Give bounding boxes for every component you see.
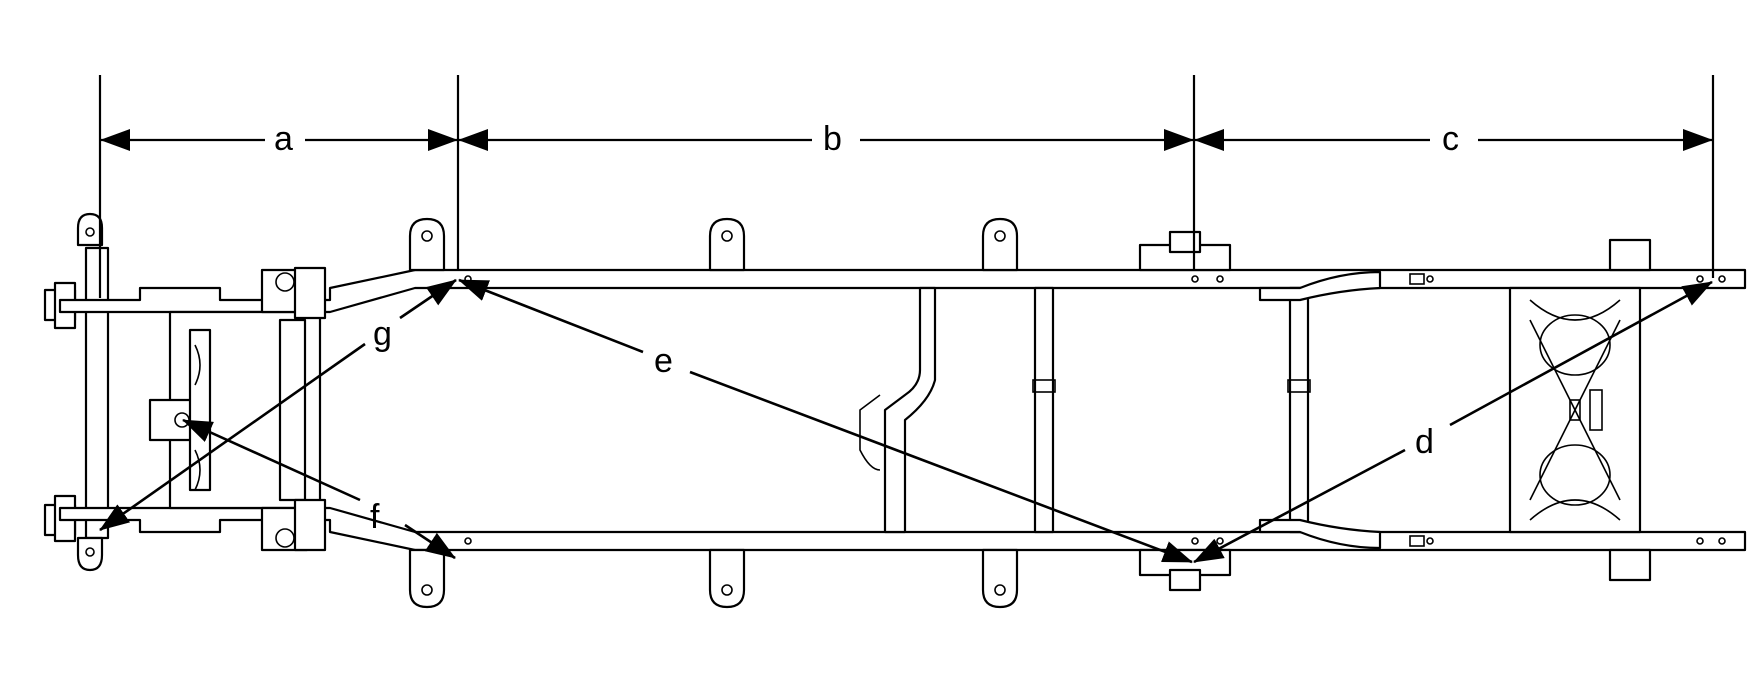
label-b: b <box>823 120 842 158</box>
label-d: d <box>1415 423 1434 461</box>
vehicle-frame <box>43 212 1747 609</box>
lower-body-mounts <box>408 548 1652 609</box>
diag-f-upper <box>182 418 361 502</box>
diag-e-lower <box>689 370 1193 564</box>
label-c: c <box>1442 120 1459 158</box>
diag-e-upper <box>458 278 644 354</box>
label-g: g <box>373 315 392 353</box>
diag-f-lower <box>404 523 456 560</box>
labels: a b c d e f g <box>274 120 1459 536</box>
rear-crossmember <box>1508 286 1642 534</box>
diag-g-upper <box>399 278 457 320</box>
diag-g-lower <box>99 342 366 532</box>
label-f: f <box>370 498 380 536</box>
diagonal-lines <box>99 278 1713 564</box>
diag-d-lower <box>1193 448 1406 564</box>
diag-d-upper <box>1449 280 1713 427</box>
label-e: e <box>654 342 673 380</box>
label-a: a <box>274 120 293 158</box>
upper-body-mounts <box>408 217 1652 272</box>
dimension-lines <box>98 75 1715 298</box>
mid-crossmembers <box>859 270 1382 550</box>
